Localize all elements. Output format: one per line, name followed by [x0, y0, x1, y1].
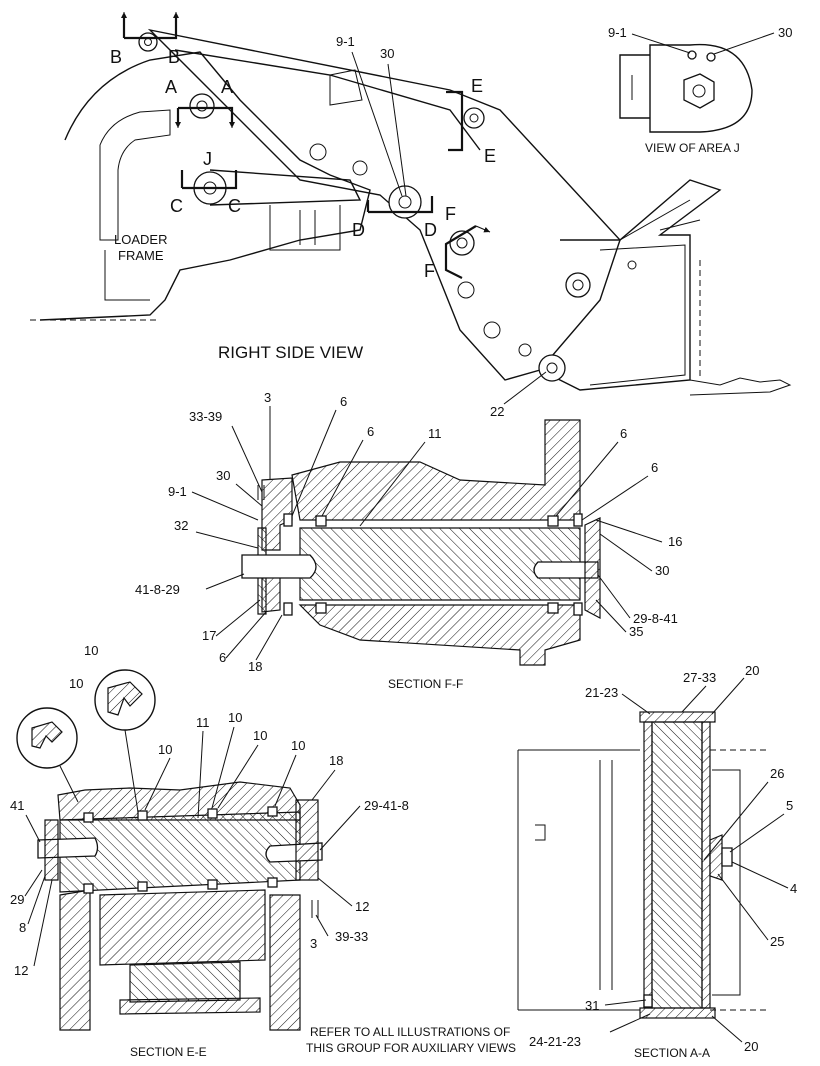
section-ee-title: SECTION E-E	[130, 1045, 207, 1059]
ff-callout-6-a: 6	[340, 394, 347, 409]
ff-callout-6-b: 6	[367, 424, 374, 439]
ff-callout-17: 17	[202, 628, 216, 643]
aa-callout-21-23: 21-23	[585, 685, 618, 700]
aa-callout-4: 4	[790, 881, 797, 896]
ee-callout-8: 8	[19, 920, 26, 935]
section-a-a: 21-23 27-33 20 26 5 4 25 31 24-21-23 20 …	[517, 663, 797, 1060]
aa-callout-5: 5	[786, 798, 793, 813]
aa-callout-26: 26	[770, 766, 784, 781]
area-j-title: VIEW OF AREA J	[645, 141, 740, 155]
ee-callout-3: 3	[310, 936, 317, 951]
ff-callout-41-8-29: 41-8-29	[135, 582, 180, 597]
ff-callout-33-39: 33-39	[189, 409, 222, 424]
ee-callout-39-33: 39-33	[335, 929, 368, 944]
aa-callout-25: 25	[770, 934, 784, 949]
section-mark-c-right: C	[228, 196, 241, 216]
section-mark-j: J	[203, 149, 212, 169]
section-mark-f-bottom: F	[424, 261, 435, 281]
section-mark-a-left: A	[165, 77, 177, 97]
ee-callout-12-left: 12	[14, 963, 28, 978]
section-mark-d-left: D	[352, 220, 365, 240]
ff-callout-6-d: 6	[651, 460, 658, 475]
section-mark-e-bottom: E	[484, 146, 496, 166]
section-mark-a-right: A	[221, 77, 233, 97]
section-f-f: 33-39 3 6 6 11 6 6 30 9-1 32 16 30 41-8-…	[135, 390, 682, 691]
section-mark-b-right: B	[168, 47, 180, 67]
ee-callout-10-d: 10	[291, 738, 305, 753]
ee-callout-11: 11	[196, 715, 210, 730]
ee-callout-12-right: 12	[355, 899, 369, 914]
ee-callout-10-b: 10	[228, 710, 242, 725]
ff-callout-6-c: 6	[620, 426, 627, 441]
loader-frame-label-2: FRAME	[118, 248, 164, 263]
auxiliary-note: REFER TO ALL ILLUSTRATIONS OF THIS GROUP…	[306, 1025, 516, 1055]
aa-callout-31: 31	[585, 998, 599, 1013]
note-line-1: REFER TO ALL ILLUSTRATIONS OF	[310, 1025, 510, 1039]
ee-callout-29: 29	[10, 892, 24, 907]
section-mark-f-top: F	[445, 204, 456, 224]
area-j-callout-30: 30	[778, 25, 792, 40]
section-mark-b-left: B	[110, 47, 122, 67]
section-mark-d-right: D	[424, 220, 437, 240]
aa-callout-24-21-23: 24-21-23	[529, 1034, 581, 1049]
ee-callout-10-c: 10	[253, 728, 267, 743]
ee-callout-10-top-right: 10	[84, 643, 98, 658]
callout-22: 22	[490, 404, 504, 419]
ff-callout-16: 16	[668, 534, 682, 549]
ff-callout-3: 3	[264, 390, 271, 405]
section-aa-title: SECTION A-A	[634, 1046, 710, 1060]
ee-callout-10-a: 10	[158, 742, 172, 757]
ff-callout-11: 11	[428, 426, 442, 441]
ee-callout-29-41-8: 29-41-8	[364, 798, 409, 813]
loader-frame-label-1: LOADER	[114, 232, 167, 247]
callout-9-1: 9-1	[336, 34, 355, 49]
section-mark-c-left: C	[170, 196, 183, 216]
ff-callout-29-8-41: 29-8-41	[633, 611, 678, 626]
section-e-e: 10 10 10 11 10 10 10 18 41 29-41-8 29 8 …	[10, 643, 409, 1059]
ff-callout-32: 32	[174, 518, 188, 533]
section-ff-title: SECTION F-F	[388, 677, 463, 691]
ff-callout-6-e: 6	[219, 650, 226, 665]
callout-30: 30	[380, 46, 394, 61]
ee-callout-18: 18	[329, 753, 343, 768]
ff-callout-18: 18	[248, 659, 262, 674]
aa-callout-27-33: 27-33	[683, 670, 716, 685]
aa-callout-20-bottom: 20	[744, 1039, 758, 1054]
ff-callout-30-left: 30	[216, 468, 230, 483]
ff-callout-9-1: 9-1	[168, 484, 187, 499]
right-side-view-title: RIGHT SIDE VIEW	[218, 343, 363, 362]
ff-callout-35: 35	[629, 624, 643, 639]
ee-callout-41: 41	[10, 798, 24, 813]
view-area-j: 9-1 30 VIEW OF AREA J	[608, 25, 792, 155]
section-mark-e-top: E	[471, 76, 483, 96]
note-line-2: THIS GROUP FOR AUXILIARY VIEWS	[306, 1041, 516, 1055]
ff-callout-30-right: 30	[655, 563, 669, 578]
aa-callout-20-top: 20	[745, 663, 759, 678]
area-j-callout-9-1: 9-1	[608, 25, 627, 40]
right-side-view: B B A A J C C D D E E F F LOADER FRAME 9…	[30, 12, 792, 419]
seal-detail-circle-left	[16, 707, 78, 769]
ee-callout-10-top-left: 10	[69, 676, 83, 691]
